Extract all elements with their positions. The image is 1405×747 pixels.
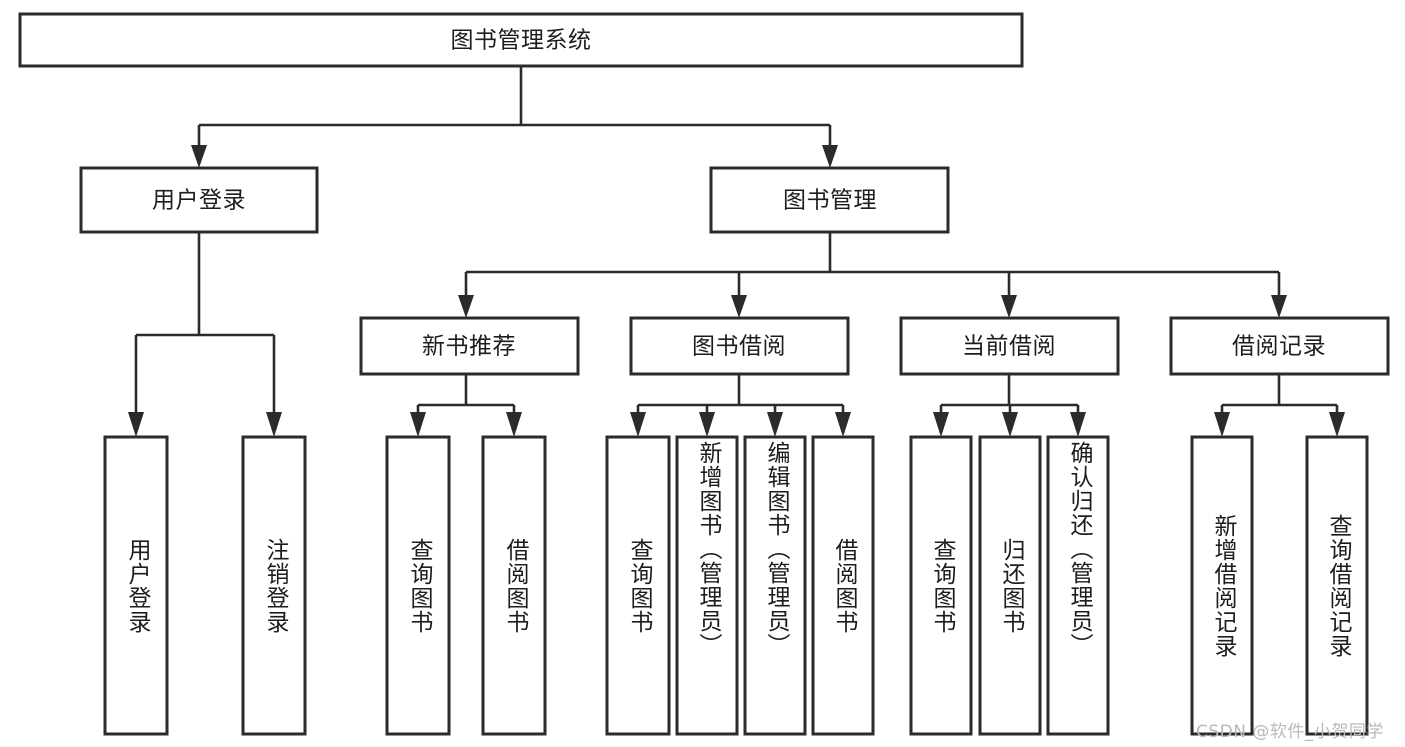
node-leaf-borrow-book-2[interactable]	[811, 435, 875, 736]
node-leaf-edit-book[interactable]	[743, 435, 807, 736]
node-borrow[interactable]	[629, 316, 850, 376]
node-layer: 图书管理系统 用户登录 图书管理 新书推荐 图书借阅 当前借阅 借阅记录	[18, 12, 1390, 736]
arrow-head-borrow	[731, 295, 747, 318]
arrow-head-leaf-borrow-book-2	[835, 412, 851, 437]
arrow-head-bookmgmt	[822, 145, 838, 168]
node-records[interactable]	[1169, 316, 1390, 376]
node-leaf-query-book-3[interactable]	[909, 435, 973, 736]
arrow-head-leaf-user-logout	[266, 412, 282, 437]
arrow-head-leaf-add-record	[1214, 412, 1230, 437]
node-leaf-add-record[interactable]	[1190, 435, 1254, 736]
node-login-label: 用户登录	[152, 188, 246, 214]
arrow-head-leaf-query-book-3	[933, 412, 949, 437]
node-borrow-label: 图书借阅	[692, 334, 786, 360]
connector-layer	[128, 66, 1345, 437]
arrow-head-leaf-add-book	[699, 412, 715, 437]
arrow-head-newbook	[458, 295, 474, 318]
arrow-head-current	[1001, 295, 1017, 318]
node-login[interactable]	[79, 166, 319, 234]
arrow-head-leaf-confirm-return	[1070, 412, 1086, 437]
arrow-head-leaf-return-book	[1002, 412, 1018, 437]
arrow-head-leaf-query-book-2	[630, 412, 646, 437]
node-leaf-return-book[interactable]	[978, 435, 1042, 736]
node-leaf-query-book-1[interactable]	[385, 435, 451, 736]
node-current[interactable]	[899, 316, 1120, 376]
arrow-head-login	[191, 145, 207, 168]
arrow-head-leaf-query-book-1	[410, 412, 426, 437]
node-root[interactable]	[18, 12, 1024, 68]
node-records-label: 借阅记录	[1232, 334, 1326, 360]
node-leaf-user-logout[interactable]	[241, 435, 307, 736]
arrow-head-leaf-edit-book	[767, 412, 783, 437]
node-leaf-query-book-2[interactable]	[605, 435, 671, 736]
node-bookmgmt[interactable]	[709, 166, 950, 234]
csdn-watermark: CSDN @软件_小贺同学	[1196, 722, 1384, 742]
node-leaf-add-book[interactable]	[675, 435, 739, 736]
arrow-head-leaf-user-login	[128, 412, 144, 437]
node-leaf-borrow-book-1[interactable]	[481, 435, 547, 736]
arrow-head-records	[1271, 295, 1287, 318]
node-current-label: 当前借阅	[962, 334, 1056, 360]
node-root-label: 图书管理系统	[451, 28, 592, 54]
node-leaf-query-record[interactable]	[1305, 435, 1369, 736]
arrow-head-leaf-query-record	[1329, 412, 1345, 437]
node-leaf-confirm-return[interactable]	[1046, 435, 1110, 736]
node-leaf-user-login[interactable]	[103, 435, 169, 736]
node-newbook[interactable]	[359, 316, 580, 376]
arrow-head-leaf-borrow-book-1	[506, 412, 522, 437]
node-bookmgmt-label: 图书管理	[783, 188, 877, 214]
node-newbook-label: 新书推荐	[422, 334, 516, 360]
